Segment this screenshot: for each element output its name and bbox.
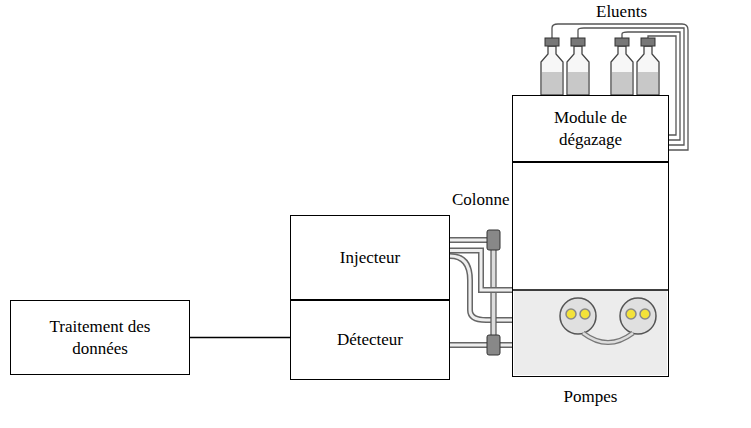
node-label: Injecteur bbox=[340, 247, 400, 268]
module-box: Injecteur bbox=[290, 215, 450, 300]
eluent-bottle bbox=[567, 38, 589, 95]
module-box: Traitement des données bbox=[10, 300, 190, 375]
node-label: Pompes bbox=[513, 386, 668, 407]
data-cable bbox=[190, 337, 290, 339]
pump-heads bbox=[560, 298, 656, 343]
module-box: Détecteur bbox=[290, 300, 450, 380]
eluent-bottle bbox=[611, 38, 633, 95]
node-label: Traitement des données bbox=[38, 316, 163, 359]
module-box: Module de dégazage bbox=[512, 95, 669, 162]
eluents-label: Eluents bbox=[596, 2, 647, 22]
node-label: Détecteur bbox=[337, 329, 403, 350]
connector bbox=[190, 337, 290, 338]
node-label: Module de dégazage bbox=[536, 107, 646, 150]
connector bbox=[450, 251, 512, 291]
eluent-bottle bbox=[637, 38, 659, 95]
pump-panel bbox=[514, 290, 667, 375]
eluent-bottles bbox=[541, 38, 659, 95]
tube-core bbox=[450, 251, 512, 291]
pump-unit: Pompes bbox=[512, 162, 669, 377]
eluent-bottle bbox=[541, 38, 563, 95]
column-symbol bbox=[450, 230, 512, 355]
panel-line bbox=[512, 289, 669, 290]
column-label: Colonne bbox=[452, 190, 510, 210]
tube bbox=[450, 251, 512, 291]
